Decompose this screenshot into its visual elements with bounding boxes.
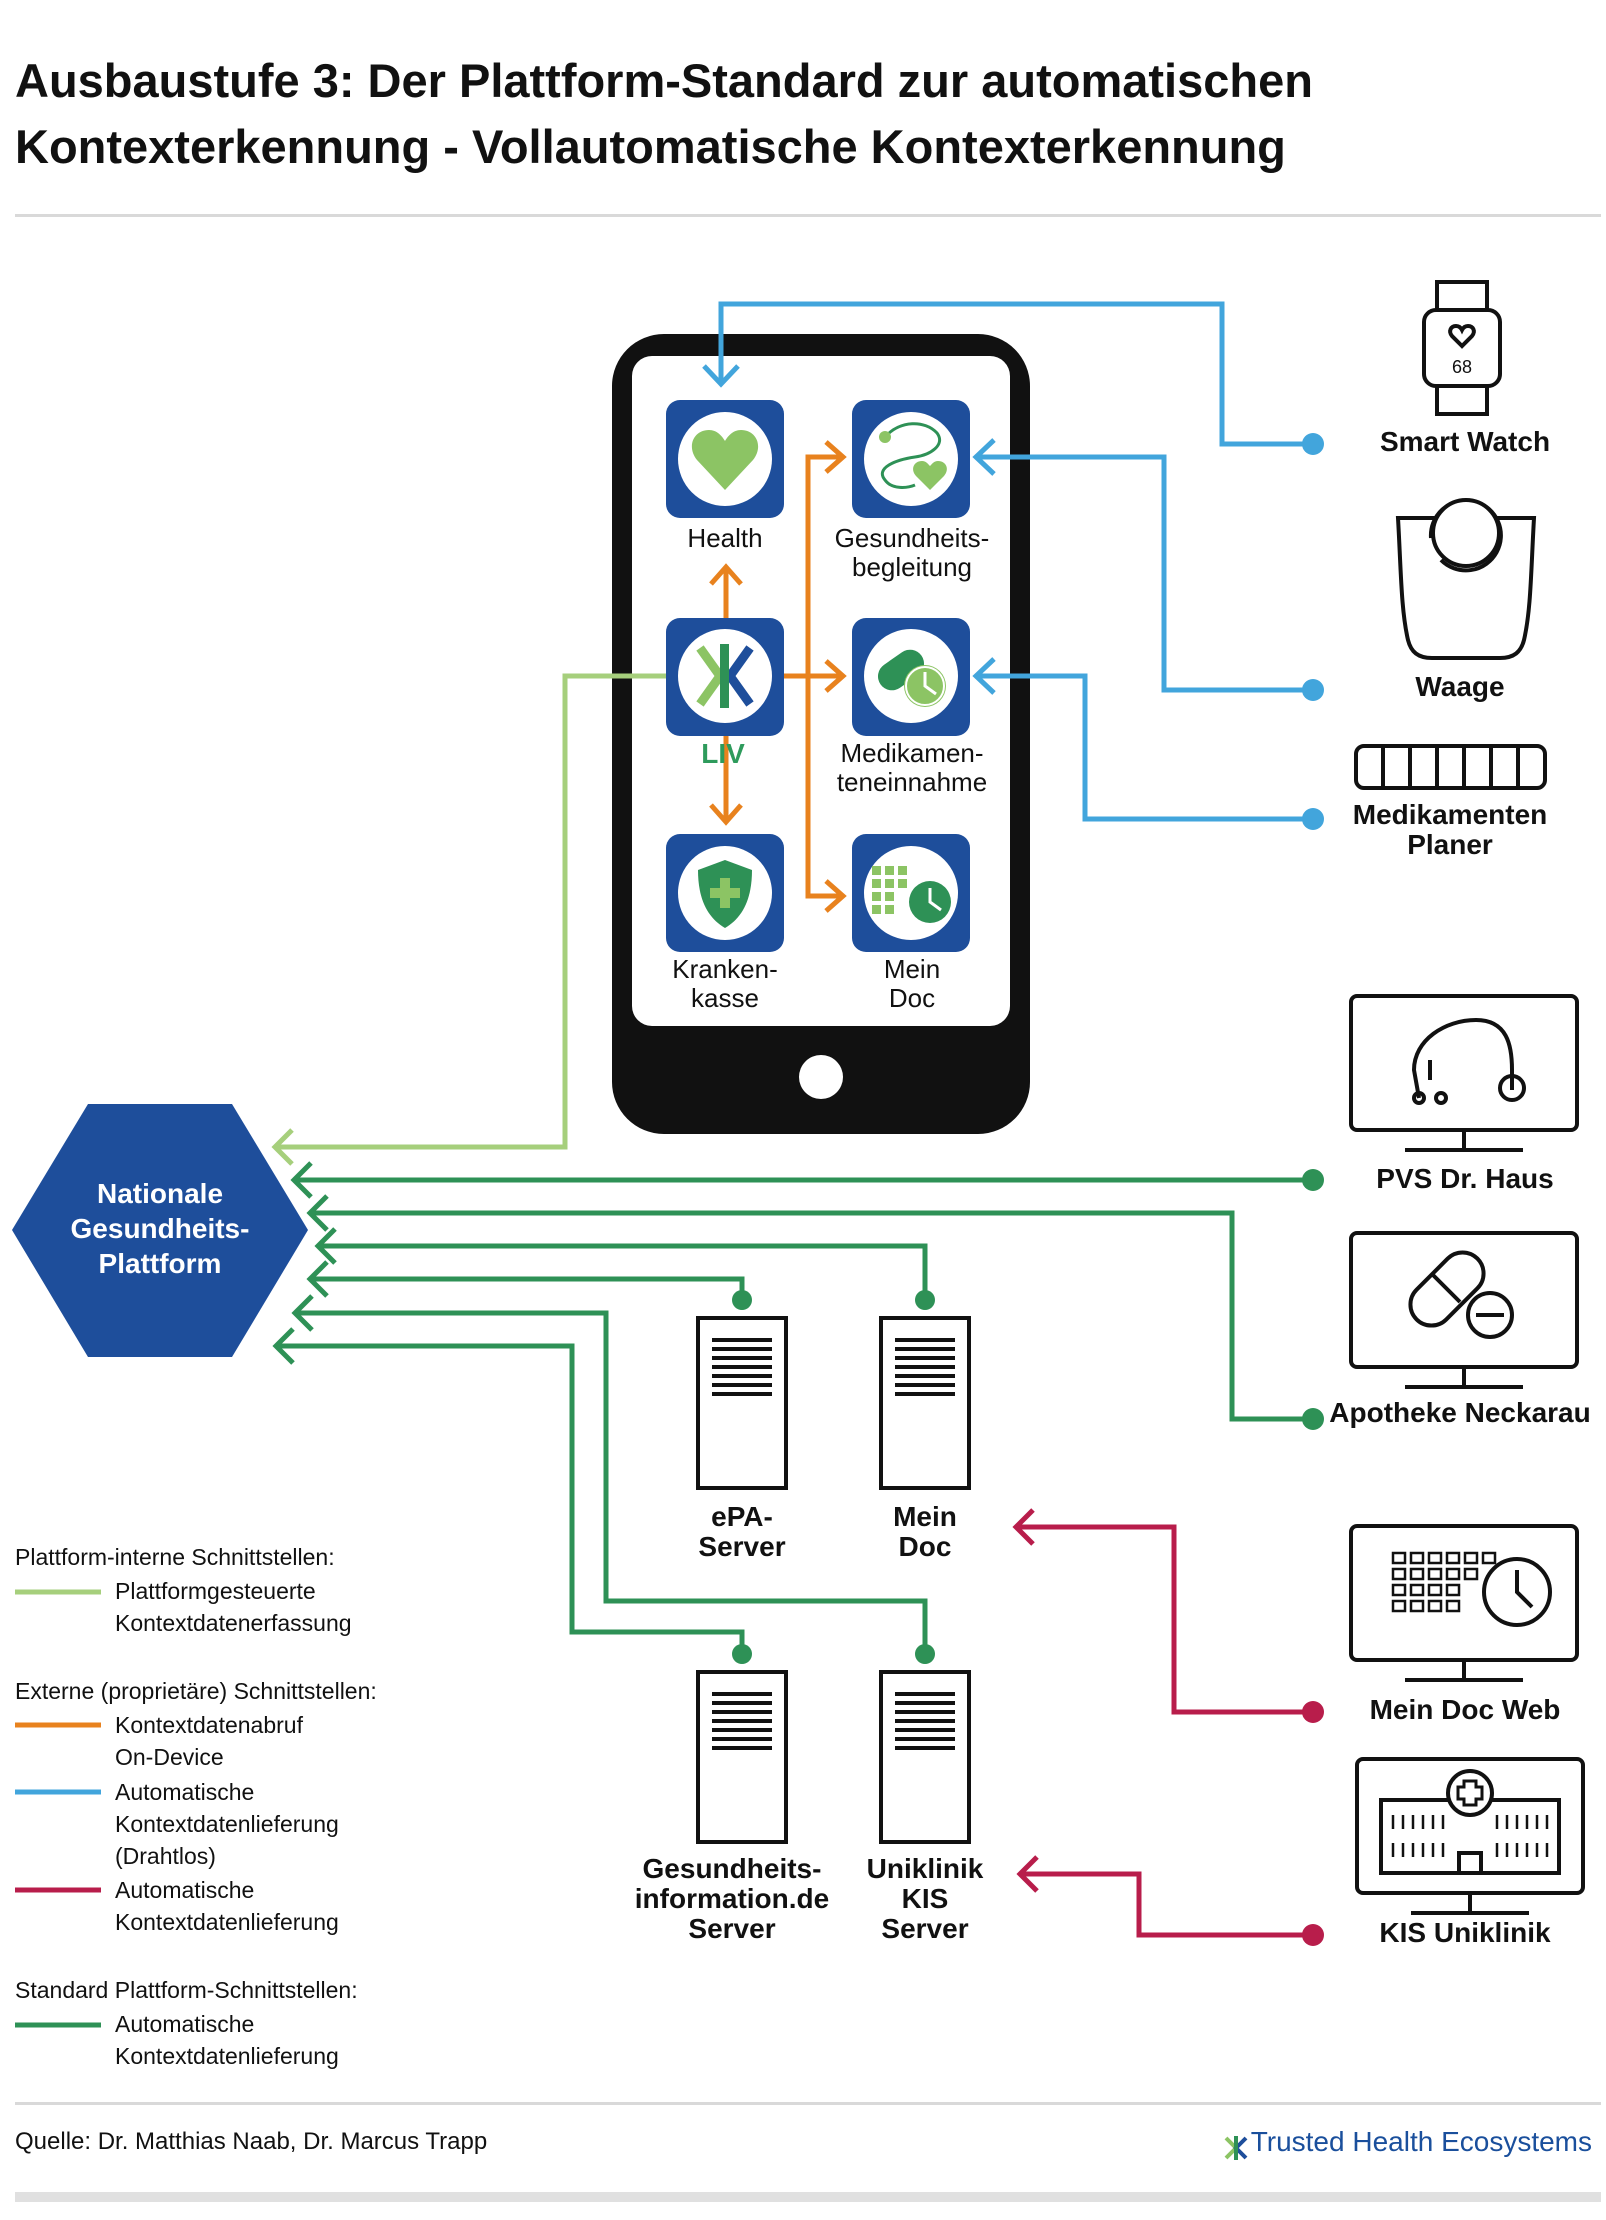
server-meindoc-icon [879, 1316, 971, 1490]
medikamenten-planer-label: Medikamenten Planer [1320, 800, 1580, 860]
apotheke-label: Apotheke Neckarau [1329, 1397, 1591, 1428]
label-line: Doc [888, 983, 936, 1013]
connector-smartwatch-health [718, 301, 1313, 447]
server-epa-icon [696, 1316, 788, 1490]
kis-uniklinik-label: KIS Uniklinik [1379, 1917, 1551, 1948]
monitor-kis-icon [1355, 1757, 1585, 1915]
label-line: Gesundheits- [642, 1853, 822, 1884]
app-health-icon [666, 400, 784, 518]
top-divider [15, 214, 1601, 217]
legend-external-heading: Externe (proprietäre) Schnittstellen: [15, 1678, 377, 1704]
source-note: Quelle: Dr. Matthias Naab, Dr. Marcus Tr… [15, 2128, 488, 2155]
legend-green-item: Automatische Kontextdatenlieferung [115, 2008, 339, 2072]
app-meindoc-label: Mein Doc [832, 955, 992, 1013]
watch-value: 68 [1452, 357, 1472, 377]
label-line: Gesundheits- [70, 1213, 250, 1244]
label-line: information.de [634, 1883, 830, 1914]
label-line: Kranken- [672, 954, 778, 984]
label-line: (Drahtlos) [115, 1843, 216, 1869]
bottom-bar [15, 2192, 1601, 2202]
app-gesundheitsbegleitung-label: Gesundheits- begleitung [812, 524, 1012, 582]
legend-blue-item: Automatische Kontextdatenlieferung (Drah… [115, 1776, 339, 1872]
red-connectors [1012, 1508, 1313, 1938]
label-line: Doc [898, 1531, 952, 1562]
connector-planer-medikamente [975, 673, 1313, 822]
label-line: Kontextdatenlieferung [115, 1811, 339, 1837]
label-line: Medikamenten [1352, 799, 1548, 830]
brand-name: Trusted Health Ecosystems [1250, 2126, 1592, 2157]
platform-label: Nationale Gesundheits- Plattform [20, 1176, 300, 1281]
label-line: teneinnahme [836, 767, 988, 797]
app-liv-label: LIV [701, 738, 745, 769]
title-line-1: Ausbaustufe 3: Der Plattform-Standard zu… [15, 54, 1313, 107]
label-line: Server [698, 1531, 786, 1562]
label-line: Kontextdatenabruf [115, 1712, 303, 1738]
connector-waage-gesundheitsbegleitung [975, 454, 1313, 693]
label-line: Planer [1407, 829, 1493, 860]
label-line: Server [688, 1913, 776, 1944]
app-health-label: Health [687, 523, 763, 553]
waage-label: Waage [1415, 671, 1505, 702]
monitor-pvs-icon [1349, 994, 1579, 1152]
app-meindoc-icon [852, 834, 970, 952]
footer-divider [15, 2102, 1601, 2105]
label-line: Kontextdatenerfassung [115, 1610, 352, 1636]
label-line: Automatische [115, 2011, 255, 2037]
label-line: On-Device [115, 1744, 224, 1770]
phone-home-button [799, 1055, 843, 1099]
server-meindoc-label: Mein Doc [845, 1502, 1005, 1562]
title-line-2: Kontexterkennung - Vollautomatische Kont… [15, 120, 1286, 173]
label-line: Plattform [98, 1248, 222, 1279]
app-krankenkasse-icon [666, 834, 784, 952]
monitor-meindocweb-icon [1349, 1524, 1579, 1682]
server-uniklinik-icon [879, 1670, 971, 1844]
label-line: Mein [893, 1501, 957, 1532]
legend-red-item: Automatische Kontextdatenlieferung [115, 1874, 339, 1938]
label-line: Gesundheits- [834, 523, 990, 553]
smart-watch-label: Smart Watch [1379, 426, 1551, 457]
label-line: Kontextdatenlieferung [115, 1909, 339, 1935]
pvs-label: PVS Dr. Haus [1376, 1163, 1554, 1194]
legend-internal-heading: Plattform-interne Schnittstellen: [15, 1544, 335, 1570]
label-line: Nationale [96, 1178, 224, 1209]
label-line: ePA- [711, 1501, 773, 1532]
pill-organizer-icon [1354, 744, 1547, 790]
app-krankenkasse-label: Kranken- kasse [645, 955, 805, 1013]
legend-internal-item: Plattformgesteuerte Kontextdatenerfassun… [115, 1575, 352, 1639]
server-gesundheitsinfo-label: Gesundheits- information.de Server [622, 1854, 842, 1944]
meindocweb-label: Mein Doc Web [1369, 1694, 1561, 1725]
server-epa-label: ePA- Server [662, 1502, 822, 1562]
page-title: Ausbaustufe 3: Der Plattform-Standard zu… [15, 48, 1575, 180]
monitor-apotheke-icon [1349, 1231, 1579, 1389]
label-line: Mein [883, 954, 941, 984]
server-gesundheitsinfo-icon [696, 1670, 788, 1844]
blue-connectors [702, 301, 1313, 822]
scale-icon [1395, 498, 1537, 660]
label-line: KIS [901, 1883, 949, 1914]
label-line: begleitung [852, 552, 972, 582]
app-liv-icon [666, 618, 784, 736]
label-line: Server [881, 1913, 969, 1944]
label-line: Uniklinik [866, 1853, 984, 1884]
label-line: Automatische [115, 1877, 255, 1903]
legend-orange-item: Kontextdatenabruf On-Device [115, 1709, 303, 1773]
app-medikamente-icon [852, 618, 970, 736]
brand-logo-icon [1224, 2136, 1248, 2160]
green-connectors [272, 1161, 1313, 1654]
label-line: Medikamen- [840, 738, 984, 768]
label-line: Automatische [115, 1779, 255, 1805]
label-line: Plattformgesteuerte [115, 1578, 316, 1604]
label-line: kasse [691, 983, 759, 1013]
label-line: Kontextdatenlieferung [115, 2043, 339, 2069]
light-green-connector [271, 673, 666, 1166]
server-uniklinik-label: Uniklinik KIS Server [845, 1854, 1005, 1944]
app-gesundheitsbegleitung-icon [852, 400, 970, 518]
platform-hexagon [12, 1104, 308, 1357]
smart-watch-icon [1422, 280, 1502, 416]
app-medikamente-label: Medikamen- teneinnahme [812, 739, 1012, 797]
legend-standard-heading: Standard Plattform-Schnittstellen: [15, 1977, 358, 2003]
